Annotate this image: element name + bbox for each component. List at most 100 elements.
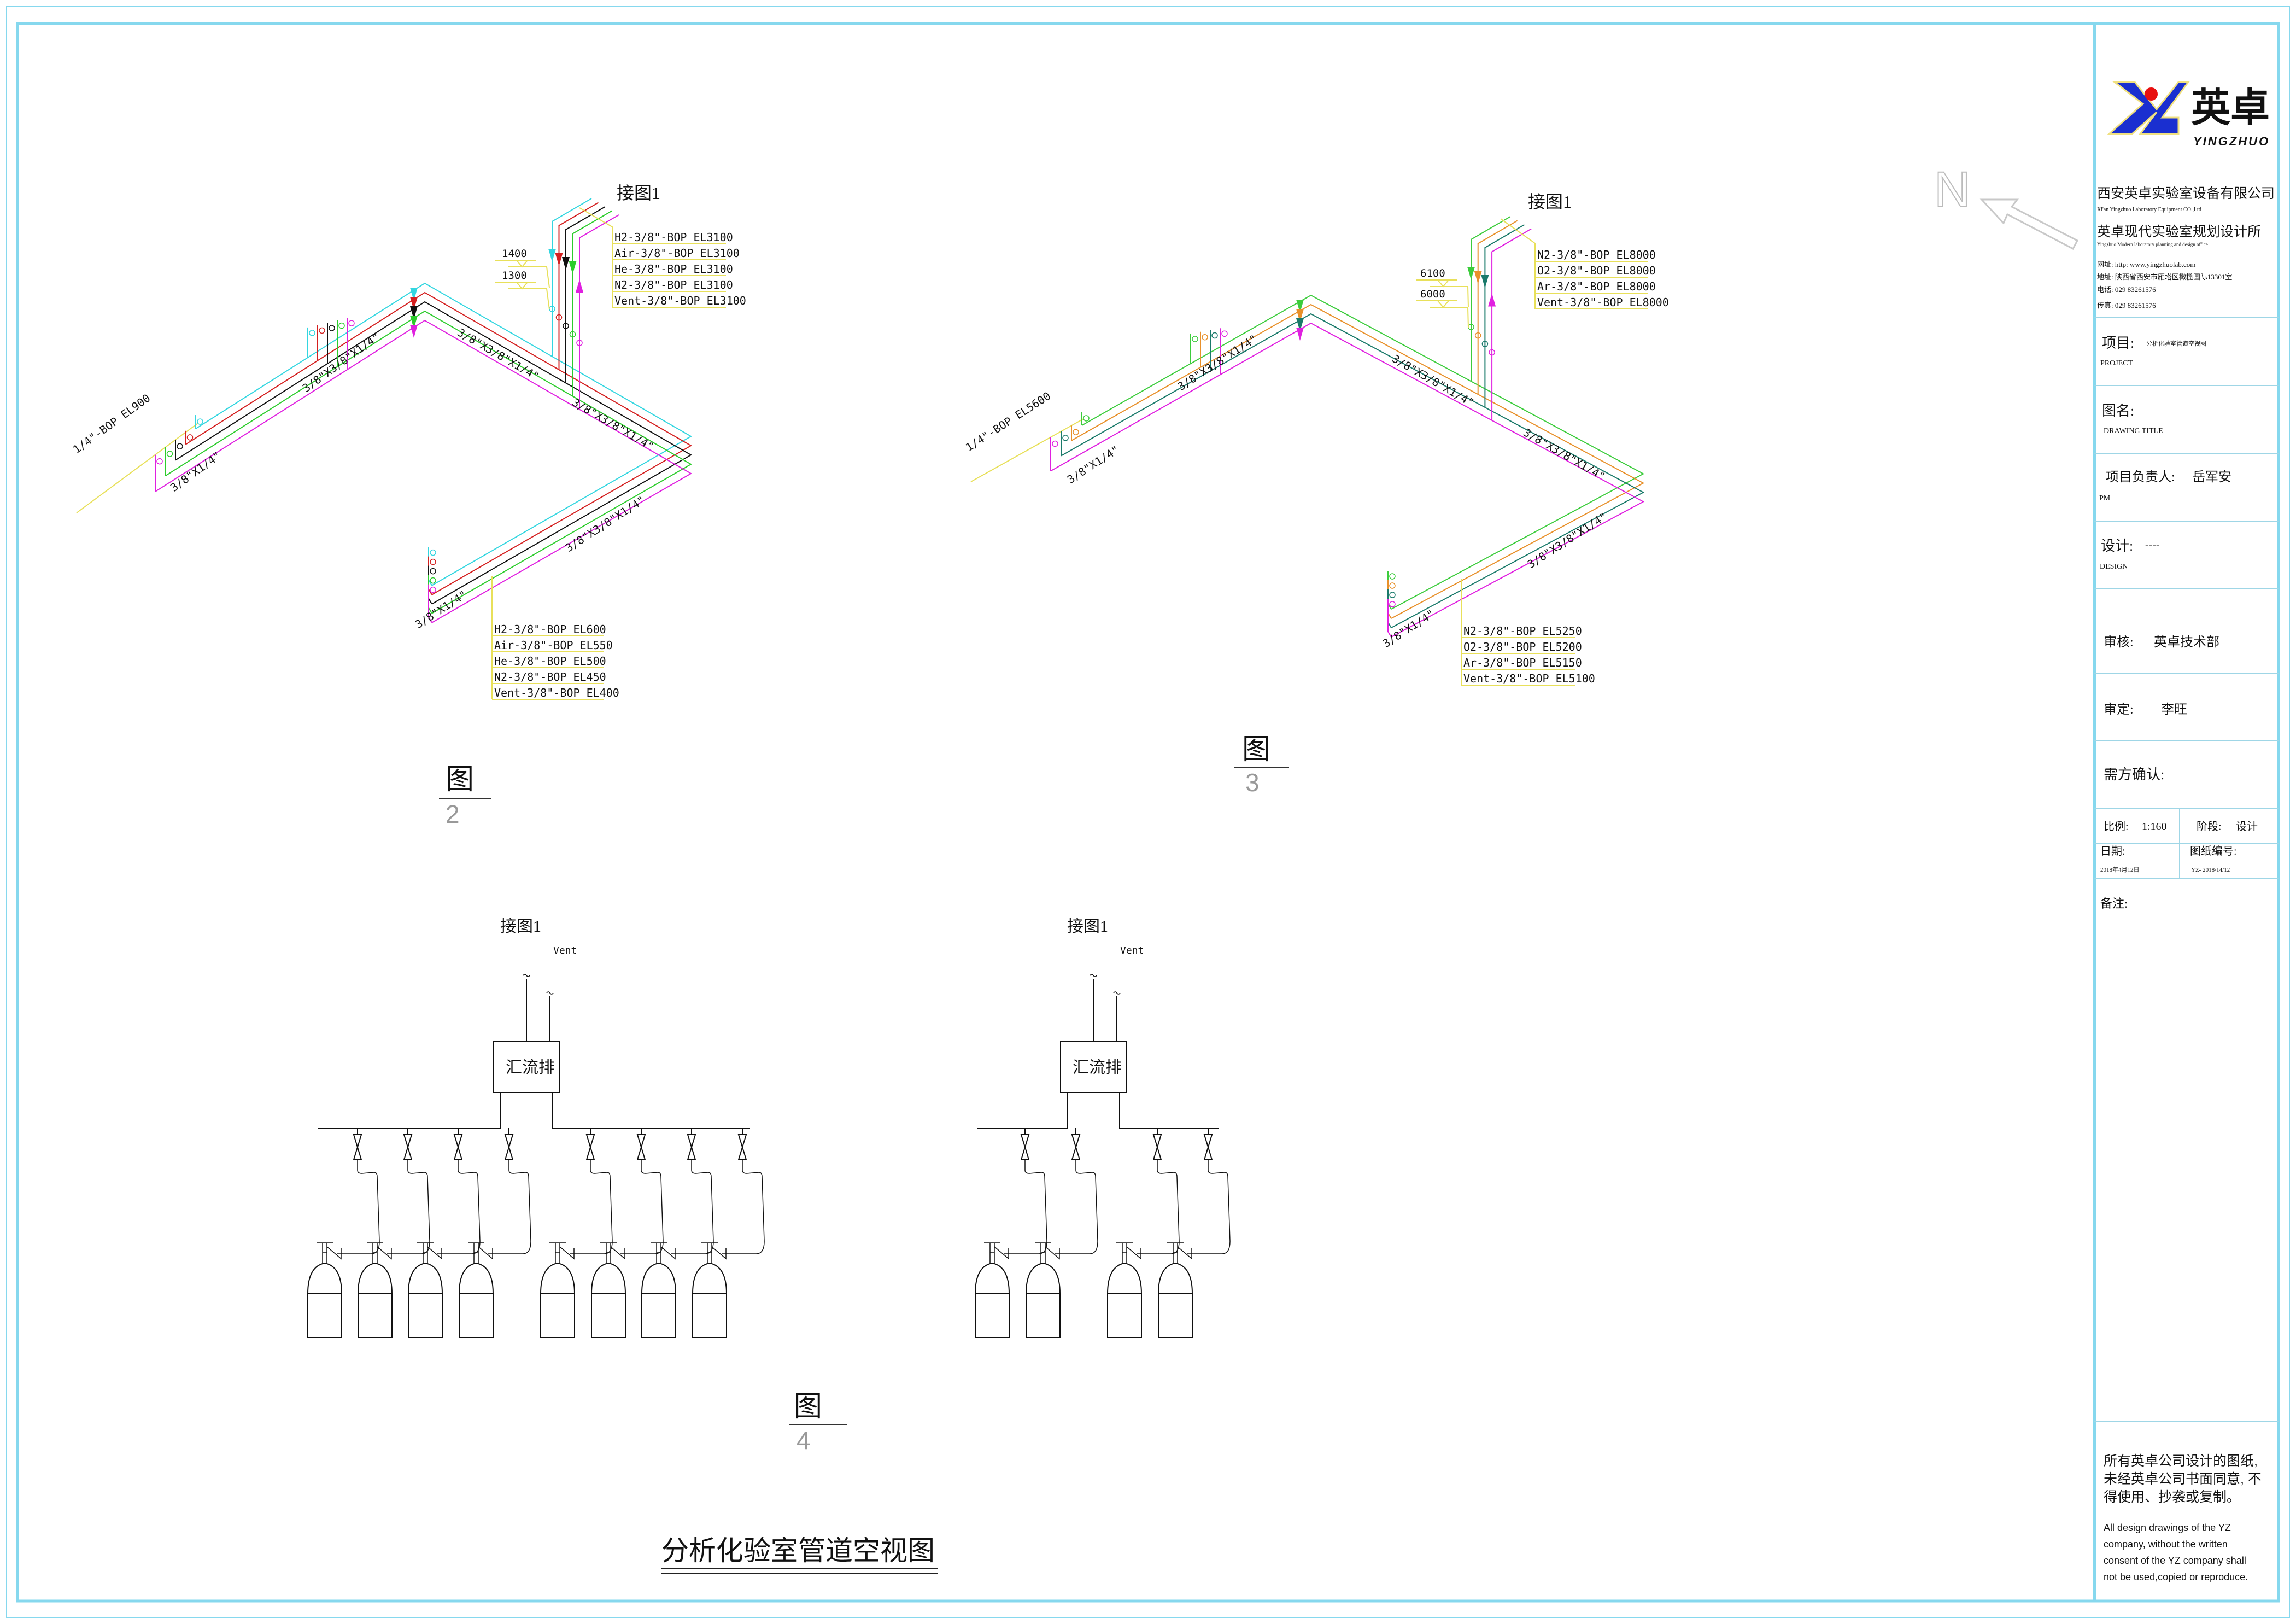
fig2-connect-label: 接图1 xyxy=(617,183,660,203)
gas-cylinder xyxy=(975,1262,1010,1338)
manifold-vent-label: Vent xyxy=(553,945,577,956)
shutoff-valve-icon xyxy=(453,1134,463,1160)
shutoff-valve-icon xyxy=(737,1134,747,1160)
valve-icon xyxy=(576,340,583,346)
header-pipe-right xyxy=(1119,1093,1219,1129)
review-label: 审核: xyxy=(2104,635,2134,650)
gas-cylinder-assembly xyxy=(540,1128,613,1338)
pipe-label: O2-3/8"-BOP EL8000 xyxy=(1537,264,1656,277)
outer-border xyxy=(6,6,2290,1618)
riser-pipe xyxy=(565,206,606,383)
gas-cylinder xyxy=(408,1262,443,1338)
drawing-title: 分析化验室管道空视图 xyxy=(661,1535,935,1566)
valve-icon xyxy=(186,434,194,441)
notice-cn-line: 得使用、抄袭或复制。 xyxy=(2104,1489,2240,1505)
fig2-number: 2 xyxy=(446,800,460,828)
gas-pipe xyxy=(155,319,693,623)
shutoff-valve-icon xyxy=(1152,1134,1162,1160)
fig2-top-label-list: H2-3/8"-BOP EL3100 Air-3/8"-BOP EL3100 H… xyxy=(614,231,746,307)
supply-pipe xyxy=(970,418,1084,482)
valve-icon xyxy=(563,323,569,329)
manifold-box-label: 汇流排 xyxy=(506,1059,555,1077)
elevation-leader xyxy=(1430,286,1469,308)
approve-label: 审定: xyxy=(2104,702,2134,717)
pigtail-hose xyxy=(337,1160,380,1254)
drawing-no-value: YZ- 2018/14/12 xyxy=(2191,867,2230,873)
end-bracket xyxy=(428,584,432,623)
shutoff-valve-icon xyxy=(1071,1134,1081,1160)
valve-icon xyxy=(430,558,436,565)
gas-cylinder-assembly xyxy=(591,1128,664,1338)
drawing-title-label: 图名: xyxy=(2102,403,2134,419)
valve-icon xyxy=(1389,601,1396,607)
size-label: 3/8"X3/8"X1/4" xyxy=(1175,332,1260,393)
gas-cylinder-assembly xyxy=(1107,1128,1180,1338)
shutoff-valve-icon xyxy=(585,1134,595,1160)
header-pipe-right xyxy=(552,1093,750,1129)
pipe-label: Air-3/8"-BOP EL550 xyxy=(494,639,613,652)
pipe-label: N2-3/8"-BOP EL450 xyxy=(494,670,606,684)
gas-cylinder-assembly xyxy=(1026,1128,1098,1338)
design-label: 设计: xyxy=(2101,538,2133,554)
pipe-label: Vent-3/8"-BOP EL400 xyxy=(494,686,619,699)
logo-en-text: YINGZHUO xyxy=(2193,135,2270,148)
flow-arrow-down-icon xyxy=(1296,318,1304,331)
pipe-label: N2-3/8"-BOP EL5250 xyxy=(1463,624,1582,638)
cylinder-valve-icon xyxy=(317,1242,342,1264)
header-pipe-left xyxy=(977,1093,1068,1129)
elevation-leader xyxy=(508,288,550,310)
fig2-supply-label: 1/4"-BOP EL900 xyxy=(71,392,153,457)
manifold-connect-label: 接图1 xyxy=(1067,918,1108,936)
fig4-number: 4 xyxy=(796,1426,811,1454)
pipe-label: Vent-3/8"-BOP EL5100 xyxy=(1463,672,1595,685)
institute-name-cn: 英卓现代实验室规划设计所 xyxy=(2097,224,2261,239)
valve-icon xyxy=(1481,341,1489,347)
valve-icon xyxy=(1202,334,1208,341)
scale-value: 1:160 xyxy=(2142,821,2167,833)
manifold-box-label: 汇流排 xyxy=(1073,1059,1122,1077)
header-pipe-left xyxy=(318,1093,501,1129)
company-name-cn: 西安英卓实验室设备有限公司 xyxy=(2097,186,2275,201)
project-en: PROJECT xyxy=(2100,359,2133,367)
valve-icon xyxy=(1083,415,1090,422)
shutoff-valve-icon xyxy=(636,1134,646,1160)
elevation-marker-icon xyxy=(1436,279,1450,288)
project-value: 分析化验室管道空视图 xyxy=(2146,340,2206,347)
valve-icon xyxy=(1489,349,1495,356)
elevation-marker-icon xyxy=(515,282,529,290)
flow-arrow-down-icon xyxy=(410,325,418,338)
fig3-elevation-6100: 6100 xyxy=(1420,267,1445,279)
valve-icon xyxy=(1389,582,1396,589)
pm-en: PM xyxy=(2099,494,2111,503)
pipe-label: Air-3/8"-BOP EL3100 xyxy=(614,247,740,260)
figure-2-isometric-piping xyxy=(76,198,726,700)
fig3-number: 3 xyxy=(1245,768,1260,797)
valve-icon xyxy=(1073,429,1079,436)
shutoff-valve-icon xyxy=(504,1134,514,1160)
north-arrow: N xyxy=(1934,161,2079,250)
fig3-top-label-list: N2-3/8"-BOP EL8000 O2-3/8"-BOP EL8000 Ar… xyxy=(1537,248,1669,309)
project-label: 项目: xyxy=(2102,335,2134,351)
manifold-vent-label: Vent xyxy=(1120,945,1144,956)
valve-icon xyxy=(338,322,345,329)
riser-pipe xyxy=(552,198,592,357)
gas-cylinder xyxy=(591,1262,626,1338)
stage-label: 阶段: xyxy=(2197,820,2222,833)
pm-label: 项目负责人: xyxy=(2106,470,2175,484)
gas-cylinder xyxy=(358,1262,393,1338)
flow-arrow-down-icon xyxy=(1296,300,1304,313)
gas-cylinder xyxy=(1026,1262,1061,1338)
design-en: DESIGN xyxy=(2100,563,2128,571)
notice-en-line: company, without the written xyxy=(2104,1539,2228,1550)
gas-pipe xyxy=(175,301,693,605)
flow-arrow-up-icon xyxy=(576,279,583,293)
valve-icon xyxy=(430,549,436,556)
notice-cn-line: 所有英卓公司设计的图纸, xyxy=(2104,1453,2258,1469)
gas-pipe xyxy=(165,310,693,614)
valve-icon xyxy=(177,443,183,450)
valve-icon xyxy=(1474,332,1481,339)
company-name-en: Xi'an Yingzhuo Laboratory Equipment CO.,… xyxy=(2097,207,2201,213)
pipe-label: He-3/8"-BOP EL3100 xyxy=(614,262,733,276)
valve-icon xyxy=(1192,336,1198,342)
flow-arrow-down-icon xyxy=(1467,267,1475,280)
